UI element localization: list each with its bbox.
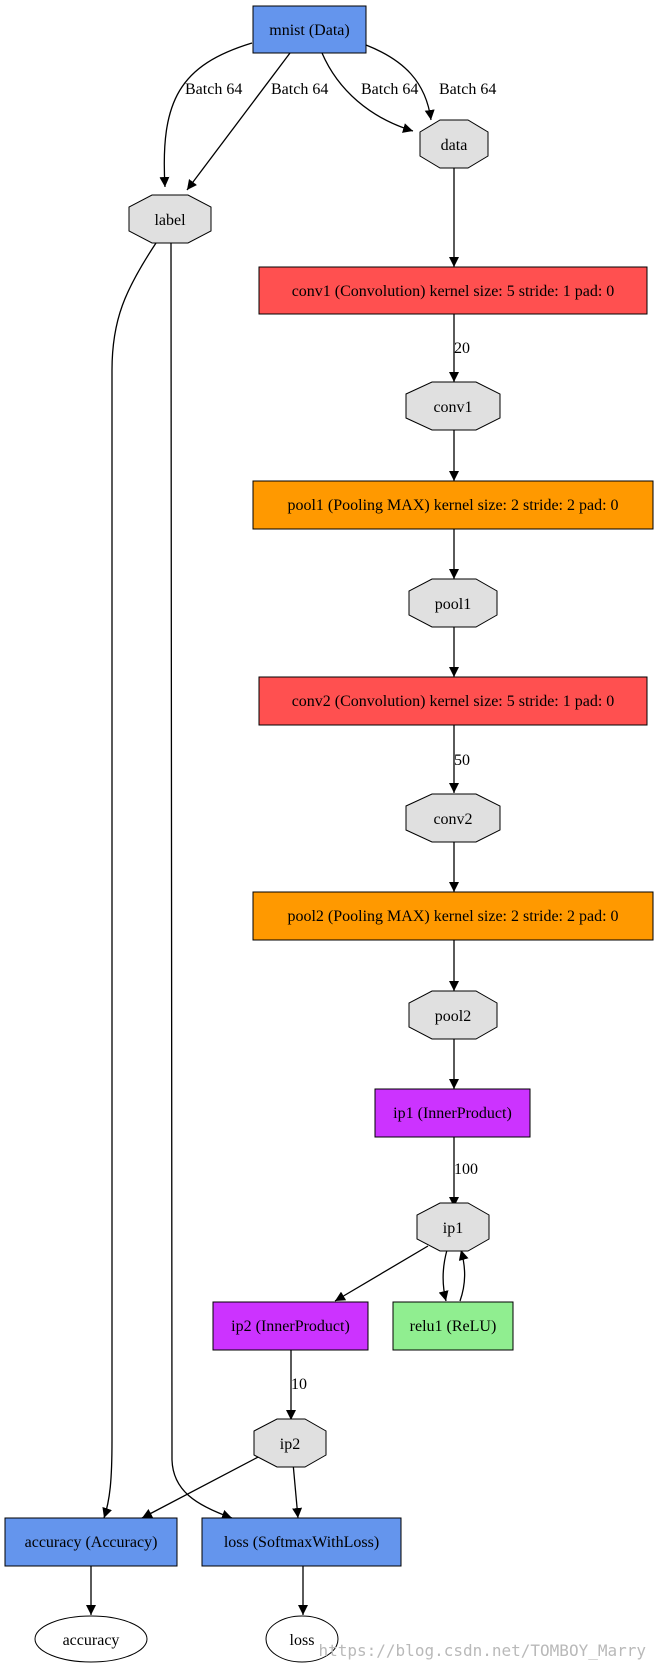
layer-ip1-label: ip1 (InnerProduct) [393, 1105, 512, 1122]
layer-pool2[interactable]: pool2 (Pooling MAX) kernel size: 2 strid… [252, 891, 654, 941]
edge-label-accuracy [102, 242, 157, 1519]
layer-ip1[interactable]: ip1 (InnerProduct) [374, 1088, 531, 1138]
edge-mnist-label-2 [186, 52, 291, 191]
edge-label-mnist-data-2: Batch 64 [439, 81, 496, 98]
layer-relu1[interactable]: relu1 (ReLU) [392, 1301, 514, 1351]
layer-mnist-label: mnist (Data) [269, 22, 349, 39]
blob-label-label: label [154, 212, 186, 229]
blob-pool2-label: pool2 [435, 1008, 471, 1025]
edges [86, 42, 469, 1615]
layer-pool2-label: pool2 (Pooling MAX) kernel size: 2 strid… [287, 908, 618, 925]
blob-pool1[interactable]: pool1 [408, 578, 498, 628]
blob-conv1[interactable]: conv1 [405, 381, 501, 431]
layer-pool1-label: pool1 (Pooling MAX) kernel size: 2 strid… [287, 497, 618, 514]
layer-accuracy-label: accuracy (Accuracy) [25, 1534, 158, 1551]
edge-label-conv2-out: 50 [454, 752, 470, 769]
layer-relu1-label: relu1 (ReLU) [410, 1318, 497, 1335]
layer-conv2[interactable]: conv2 (Convolution) kernel size: 5 strid… [258, 676, 648, 726]
watermark: https://blog.csdn.net/TOMBOY_Marry [318, 1641, 646, 1660]
blob-conv2-label: conv2 [433, 811, 472, 828]
edge-label-ip1-out: 100 [454, 1161, 478, 1178]
blob-label[interactable]: label [128, 194, 212, 244]
blob-ip2[interactable]: ip2 [253, 1418, 327, 1468]
layer-loss[interactable]: loss (SoftmaxWithLoss) [201, 1517, 402, 1567]
output-loss[interactable]: loss [265, 1615, 339, 1663]
edge-ip2blob-loss [292, 1462, 303, 1519]
blob-data-label: data [441, 137, 468, 154]
blob-pool2[interactable]: pool2 [408, 990, 498, 1040]
edge-mnist-data-1 [321, 52, 414, 133]
layer-pool1[interactable]: pool1 (Pooling MAX) kernel size: 2 strid… [252, 480, 654, 530]
edge-mnist-label-1 [159, 42, 253, 188]
layer-conv1[interactable]: conv1 (Convolution) kernel size: 5 strid… [258, 266, 648, 315]
layer-loss-label: loss (SoftmaxWithLoss) [224, 1534, 379, 1551]
layer-accuracy[interactable]: accuracy (Accuracy) [4, 1517, 178, 1567]
blob-ip1[interactable]: ip1 [416, 1202, 490, 1252]
edge-ip1blob-relu1 [438, 1249, 449, 1302]
edge-ip1blob-ip2 [334, 1245, 429, 1302]
edge-label-mnist-label-1: Batch 64 [185, 81, 242, 98]
edge-label-ip2-out: 10 [291, 1376, 307, 1393]
blob-conv2[interactable]: conv2 [405, 793, 501, 843]
blob-ip2-label: ip2 [280, 1436, 300, 1453]
layer-ip2[interactable]: ip2 (InnerProduct) [212, 1301, 369, 1351]
layer-conv2-label: conv2 (Convolution) kernel size: 5 strid… [292, 693, 615, 710]
edge-relu1-ip1blob [458, 1249, 469, 1302]
layer-ip2-label: ip2 (InnerProduct) [231, 1318, 350, 1335]
output-accuracy[interactable]: accuracy [34, 1615, 148, 1663]
edge-labels: Batch 64 Batch 64 Batch 64 Batch 64 20 5… [185, 81, 496, 1393]
edge-mnist-data-2 [365, 44, 435, 121]
blob-conv1-label: conv1 [433, 399, 472, 416]
output-loss-label: loss [290, 1632, 315, 1649]
blob-pool1-label: pool1 [435, 596, 471, 613]
edge-label-mnist-data-1: Batch 64 [361, 81, 418, 98]
edge-label-mnist-label-2: Batch 64 [271, 81, 328, 98]
blob-ip1-label: ip1 [443, 1220, 463, 1237]
edge-label-loss [170, 242, 233, 1520]
blob-data[interactable]: data [419, 119, 489, 169]
layer-mnist[interactable]: mnist (Data) [252, 5, 367, 54]
output-accuracy-label: accuracy [63, 1632, 120, 1649]
edge-ip2blob-accuracy [141, 1454, 263, 1519]
layer-conv1-label: conv1 (Convolution) kernel size: 5 strid… [292, 283, 615, 300]
edge-label-conv1-out: 20 [454, 340, 470, 357]
